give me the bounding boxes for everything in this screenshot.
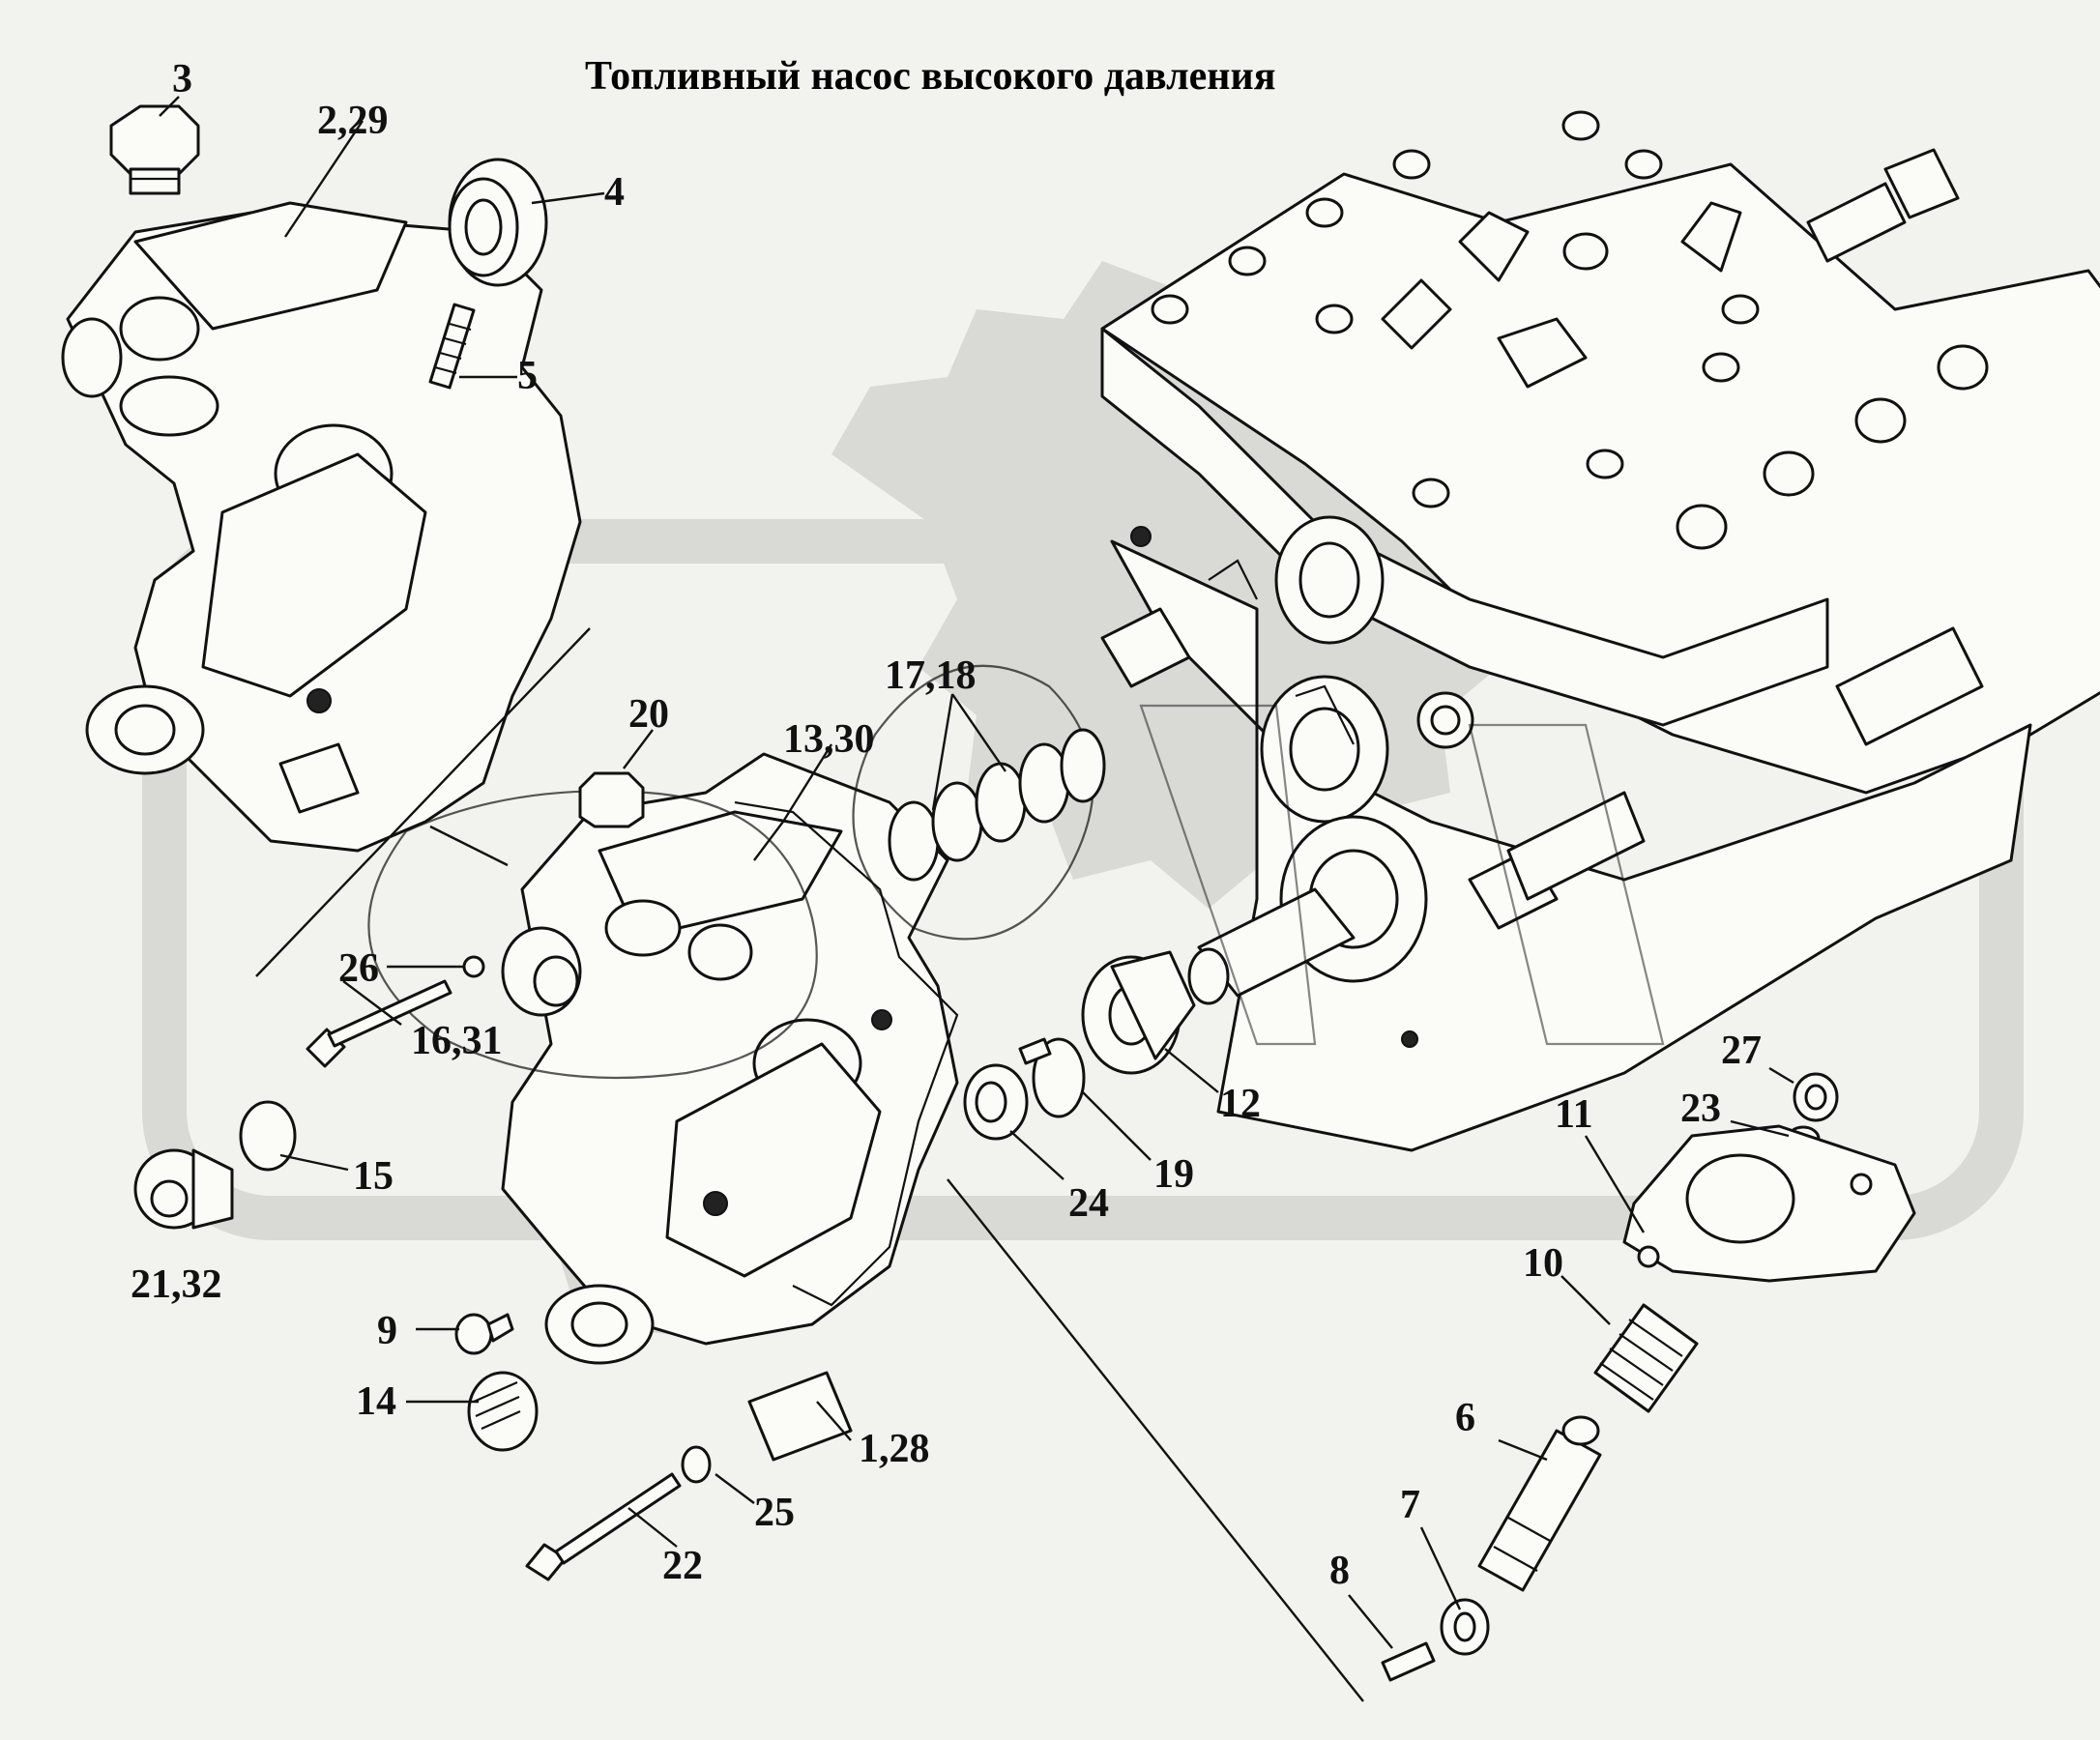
callout-11: 11 (1555, 1092, 1593, 1137)
part-3-plug (109, 104, 200, 195)
part-27-nut (1793, 1072, 1839, 1122)
assembly-line-2 (255, 627, 591, 977)
part-26-washer (462, 955, 485, 978)
callout-24: 24 (1068, 1181, 1109, 1226)
part-9-screw (454, 1313, 514, 1355)
callout-25: 25 (754, 1491, 795, 1535)
part-5-stud (428, 303, 476, 390)
part-22-bolt (525, 1472, 682, 1581)
callout-labels: 3 2,29 4 5 20 13,30 17,18 26 16,31 15 21… (131, 57, 1762, 1593)
part-8-pin (1381, 1641, 1436, 1682)
callout-4: 4 (604, 170, 625, 215)
callout-15: 15 (353, 1154, 394, 1199)
part-21-32-plug (133, 1148, 234, 1230)
housing-middle (501, 752, 959, 1462)
part-17-18-rings (888, 728, 1106, 882)
callout-5: 5 (517, 354, 538, 398)
housing-top-left (61, 201, 582, 853)
valve-heads (1151, 110, 1989, 550)
part-12-hub (1081, 950, 1196, 1075)
part-13-30-gasket (734, 800, 959, 1307)
part-10-spring (1593, 1303, 1699, 1413)
part-25-washer (681, 1445, 712, 1484)
part-19-lock-washer (1018, 1037, 1086, 1118)
diagram-title: Топливный насос высокого давления (585, 54, 1275, 99)
part-11-gasket (1622, 1124, 1916, 1283)
callout-12: 12 (1220, 1082, 1261, 1126)
callout-20: 20 (628, 692, 669, 737)
callout-8: 8 (1329, 1549, 1350, 1593)
callout-2-29: 2,29 (317, 99, 389, 143)
callout-10: 10 (1523, 1241, 1563, 1286)
callout-9: 9 (377, 1309, 397, 1353)
part-20-plug (578, 771, 645, 828)
callout-22: 22 (662, 1544, 703, 1588)
callout-6: 6 (1455, 1396, 1475, 1440)
callout-1-28: 1,28 (859, 1427, 930, 1471)
callout-3: 3 (172, 57, 192, 102)
watermark-letters (1139, 704, 1665, 1046)
callout-16-31: 16,31 (411, 1019, 503, 1063)
part-14-cap (467, 1371, 539, 1452)
callout-17-18: 17,18 (885, 653, 977, 698)
part-24-nut (963, 1063, 1029, 1141)
callout-26: 26 (338, 946, 379, 991)
callout-19: 19 (1153, 1152, 1194, 1197)
part-6-pusher (1477, 1415, 1602, 1592)
callout-27: 27 (1721, 1029, 1762, 1073)
part-15-ring (239, 1100, 297, 1172)
part-16-31-bolt (306, 979, 452, 1068)
assembly-line (947, 1178, 1364, 1702)
callout-23: 23 (1680, 1087, 1721, 1131)
part-7-roller (1440, 1598, 1490, 1656)
part-4-bearing (448, 158, 548, 287)
callout-21-32: 21,32 (131, 1262, 222, 1307)
assembly-line-3 (429, 825, 509, 867)
callout-7: 7 (1400, 1483, 1420, 1527)
main-pump-assembly (1100, 110, 2100, 1152)
callout-13-30: 13,30 (783, 717, 875, 762)
leader-lines (159, 96, 1794, 1649)
callout-14: 14 (356, 1379, 396, 1424)
